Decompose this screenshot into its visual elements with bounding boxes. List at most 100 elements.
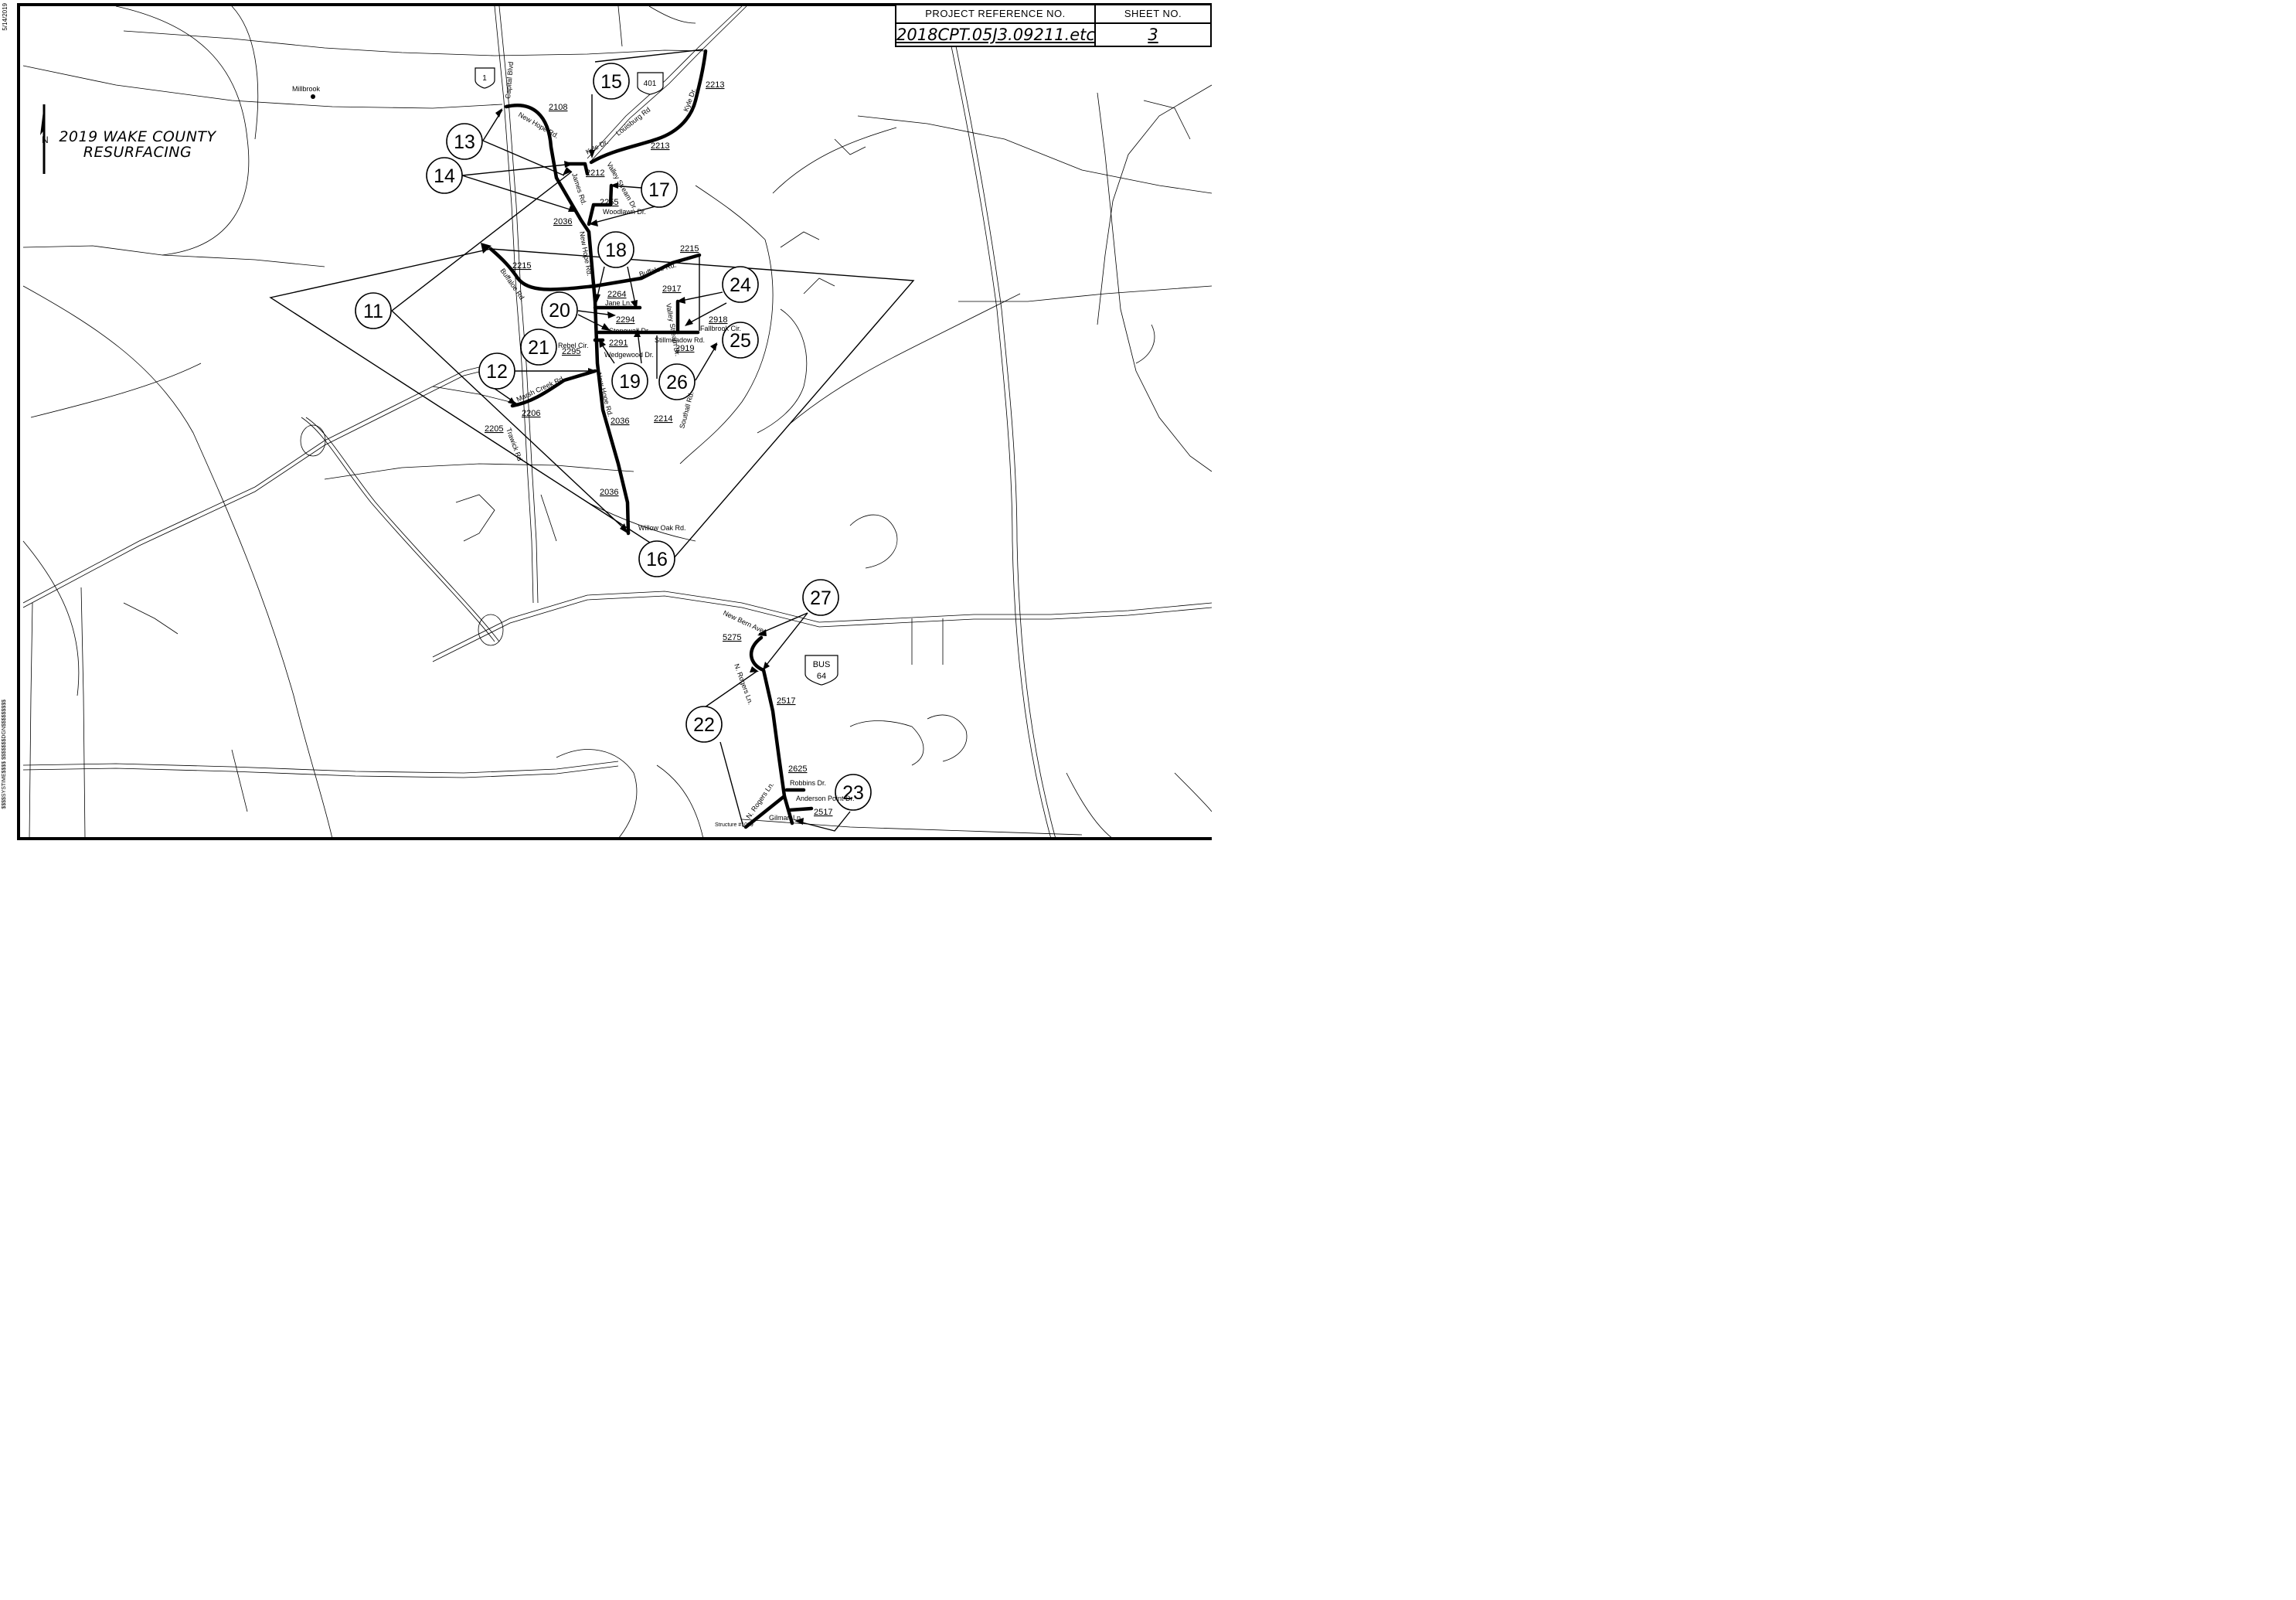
route-number-2213-1: 2213 <box>651 141 669 151</box>
route-number-2919: 2919 <box>675 344 694 353</box>
route-new-hope-rd <box>504 104 631 536</box>
callout-26: 26 <box>658 363 696 400</box>
svg-text:27: 27 <box>810 587 832 609</box>
route-number-2294: 2294 <box>616 315 634 325</box>
route-marsh-creek-rd <box>510 369 597 408</box>
svg-text:22: 22 <box>693 714 715 736</box>
minor-roads <box>22 5 1212 839</box>
route-number-2206: 2206 <box>522 409 540 418</box>
road-name-structure-1039: Structure #1039 <box>715 822 753 828</box>
sheet-number-block: SHEET NO. 3 <box>1094 4 1212 47</box>
svg-text:24: 24 <box>730 274 751 296</box>
date-stamp: 5/14/2019 <box>2 3 9 31</box>
project-reference-block: PROJECT REFERENCE NO. 2018CPT.05J3.09211… <box>895 4 1100 47</box>
route-number-2917: 2917 <box>662 284 681 294</box>
route-number-2036-2: 2036 <box>600 488 618 497</box>
project-reference-number: 2018CPT.05J3.09211.etc. <box>896 26 1100 44</box>
route-number-5275: 5275 <box>723 633 741 642</box>
callout-22: 22 <box>685 706 723 743</box>
route-number-2036-1: 2036 <box>611 417 629 426</box>
sheet-number: 3 <box>1148 26 1158 44</box>
map-title: 2019 WAKE COUNTY RESURFACING <box>53 129 223 160</box>
road-name-gilman-ln: Gilman Ln. <box>769 814 803 822</box>
callout-20: 20 <box>541 291 578 329</box>
callout-16: 16 <box>638 540 675 577</box>
svg-text:13: 13 <box>454 131 475 153</box>
route-number-2255: 2255 <box>600 198 618 207</box>
town-label: Millbrook <box>292 85 321 93</box>
shield-us-1: 1 <box>475 67 495 89</box>
shield-us-401: 401 <box>637 72 664 95</box>
route-number-2212: 2212 <box>586 169 604 178</box>
callout-15: 15 <box>593 63 630 100</box>
callout-13: 13 <box>446 123 483 160</box>
svg-text:17: 17 <box>648 179 670 201</box>
road-name-wedgewood-dr: Wedgewood Dr. <box>604 351 654 359</box>
route-number-2918: 2918 <box>709 315 727 325</box>
road-name-woodlawn-dr: Woodlawn Dr. <box>603 208 646 216</box>
sheet-number-header: SHEET NO. <box>1096 5 1210 24</box>
callout-19: 19 <box>611 363 648 400</box>
svg-text:401: 401 <box>644 80 657 88</box>
route-number-2205: 2205 <box>485 424 503 434</box>
route-number-2517-1: 2517 <box>814 808 832 817</box>
callout-14: 14 <box>426 157 463 194</box>
svg-text:15: 15 <box>600 71 622 93</box>
svg-text:1: 1 <box>482 74 487 83</box>
project-reference-header: PROJECT REFERENCE NO. <box>896 5 1094 24</box>
road-name-willow-oak-rd: Willow Oak Rd. <box>638 524 686 532</box>
svg-text:21: 21 <box>528 337 549 359</box>
svg-text:11: 11 <box>363 301 383 322</box>
svg-text:16: 16 <box>646 549 668 570</box>
callout-24: 24 <box>722 266 759 303</box>
route-2212 <box>566 162 590 176</box>
route-number-2295: 2295 <box>562 347 580 356</box>
callout-11: 11 <box>355 292 392 329</box>
route-kyle-dr <box>589 49 708 165</box>
road-name-rebel-cir: Rebel Cir. <box>558 342 589 349</box>
north-arrow: N <box>40 104 49 174</box>
road-name-jane-ln: Jane Ln. <box>605 299 632 307</box>
route-anderson-point-dr <box>787 806 814 812</box>
route-number-2625: 2625 <box>788 764 807 774</box>
callout-18: 18 <box>597 231 634 268</box>
svg-text:12: 12 <box>486 361 508 383</box>
callout-25: 25 <box>722 322 759 359</box>
road-name-anderson-point-dr: Anderson Point Dr. <box>796 795 855 802</box>
road-name-fallbrook-cir: Fallbrook Cir. <box>700 325 741 332</box>
route-number-2036: 2036 <box>553 217 572 226</box>
system-stamp: $$$$SYSTIME$$$$ $$$$$$$DGN$$$$$$$$$ <box>2 700 7 809</box>
route-number-2264: 2264 <box>607 290 626 299</box>
road-name-stonewall-dr: Stonewall Dr. <box>609 327 650 335</box>
sheet-border <box>17 3 1212 840</box>
route-number-2215-1: 2215 <box>680 244 699 254</box>
road-name-capital-blvd: Capital Blvd <box>504 61 515 99</box>
callout-23: 23 <box>835 774 872 811</box>
map-title-line-1: 2019 WAKE COUNTY <box>59 128 216 145</box>
svg-text:14: 14 <box>434 165 455 187</box>
map-title-line-2: RESURFACING <box>83 144 192 161</box>
svg-text:23: 23 <box>842 782 864 804</box>
callout-21: 21 <box>520 329 557 366</box>
route-buffaloe-rd <box>488 247 702 291</box>
callout-27: 27 <box>802 579 839 616</box>
route-n-rogers-south <box>743 794 787 829</box>
svg-text:25: 25 <box>730 330 751 352</box>
route-n-rogers-ln <box>749 635 794 826</box>
callout-17: 17 <box>641 171 678 208</box>
svg-text:18: 18 <box>605 240 627 261</box>
svg-text:20: 20 <box>549 300 570 322</box>
road-name-stillmeadow-rd: Stillmeadow Rd. <box>655 336 705 344</box>
route-number-2108: 2108 <box>549 103 567 112</box>
route-number-2291: 2291 <box>609 339 628 348</box>
route-number-2213: 2213 <box>706 80 724 90</box>
resurfacing-routes <box>488 49 814 829</box>
svg-text:26: 26 <box>666 372 688 393</box>
route-woodlawn-dr <box>587 183 614 226</box>
route-number-2215: 2215 <box>512 261 531 271</box>
